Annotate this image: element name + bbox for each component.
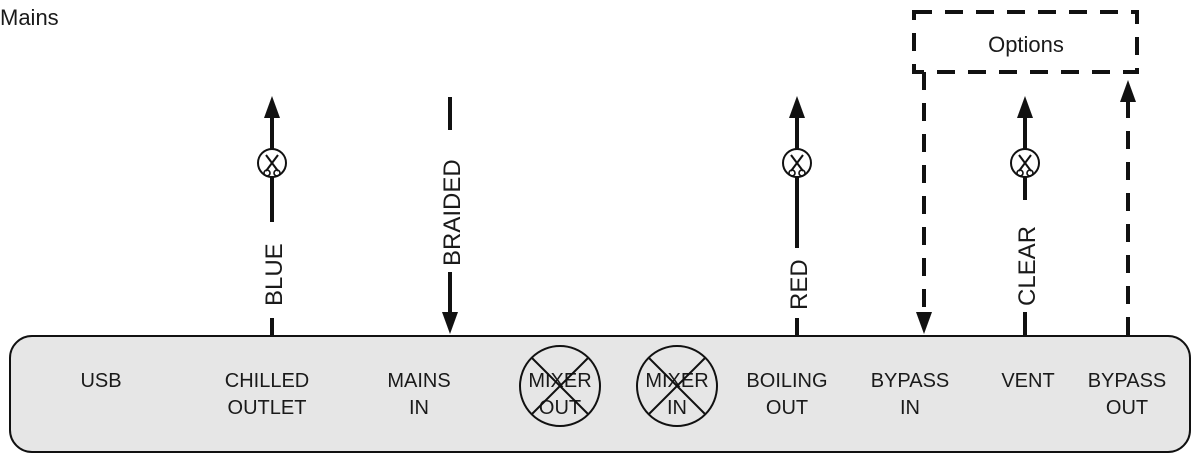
tube-red: RED xyxy=(782,96,813,335)
port-label: IN xyxy=(409,397,429,419)
port-label: MAINS xyxy=(387,370,450,392)
cross-out-icon xyxy=(519,345,601,427)
port-boiling-out: BOILING OUT xyxy=(746,370,827,419)
scissors-icon xyxy=(782,148,812,178)
arrow-up-icon xyxy=(264,96,280,118)
options-box xyxy=(912,10,1139,74)
arrow-up-icon xyxy=(1017,96,1033,118)
port-mixer-in: MIXER IN xyxy=(636,345,718,427)
port-label: OUT xyxy=(766,397,808,419)
diagram-title: Mains xyxy=(0,5,59,30)
options-label: Options xyxy=(988,32,1064,57)
cross-out-icon xyxy=(636,345,718,427)
port-label: MIXER xyxy=(528,370,591,392)
port-label: BYPASS xyxy=(871,370,950,392)
tube-bypass-in xyxy=(916,72,932,334)
port-bypass-out: BYPASS OUT xyxy=(1088,370,1167,419)
port-label: CHILLED xyxy=(225,370,309,392)
tube-label-blue: BLUE xyxy=(261,243,288,306)
port-label: OUT xyxy=(1106,397,1148,419)
port-label: BYPASS xyxy=(1088,370,1167,392)
port-label: IN xyxy=(667,397,687,419)
port-usb: USB xyxy=(80,370,121,392)
tube-blue: BLUE xyxy=(257,96,288,335)
port-label: OUTLET xyxy=(228,397,307,419)
port-label: VENT xyxy=(1001,370,1054,392)
port-vent: VENT xyxy=(1001,370,1054,392)
port-label: OUT xyxy=(539,397,581,419)
tube-label-clear: CLEAR xyxy=(1014,226,1041,306)
tube-clear: CLEAR xyxy=(1010,96,1041,335)
port-label: BOILING xyxy=(746,370,827,392)
port-label: IN xyxy=(900,397,920,419)
port-label: MIXER xyxy=(645,370,708,392)
scissors-icon xyxy=(1010,148,1040,178)
tube-bypass-out xyxy=(1120,80,1136,335)
arrow-down-icon xyxy=(442,312,458,334)
tube-label-braided: BRAIDED xyxy=(439,159,466,266)
port-mains-in: MAINS IN xyxy=(387,370,450,419)
arrow-down-icon xyxy=(916,312,932,334)
port-mixer-out: MIXER OUT xyxy=(519,345,601,427)
arrow-up-icon xyxy=(789,96,805,118)
port-chilled-outlet: CHILLED OUTLET xyxy=(225,370,309,419)
port-label: USB xyxy=(80,370,121,392)
scissors-icon xyxy=(257,148,287,178)
arrow-up-icon xyxy=(1120,80,1136,102)
tube-braided: BRAIDED xyxy=(436,97,466,334)
tube-label-red: RED xyxy=(786,259,813,310)
port-bypass-in: BYPASS IN xyxy=(871,370,950,419)
